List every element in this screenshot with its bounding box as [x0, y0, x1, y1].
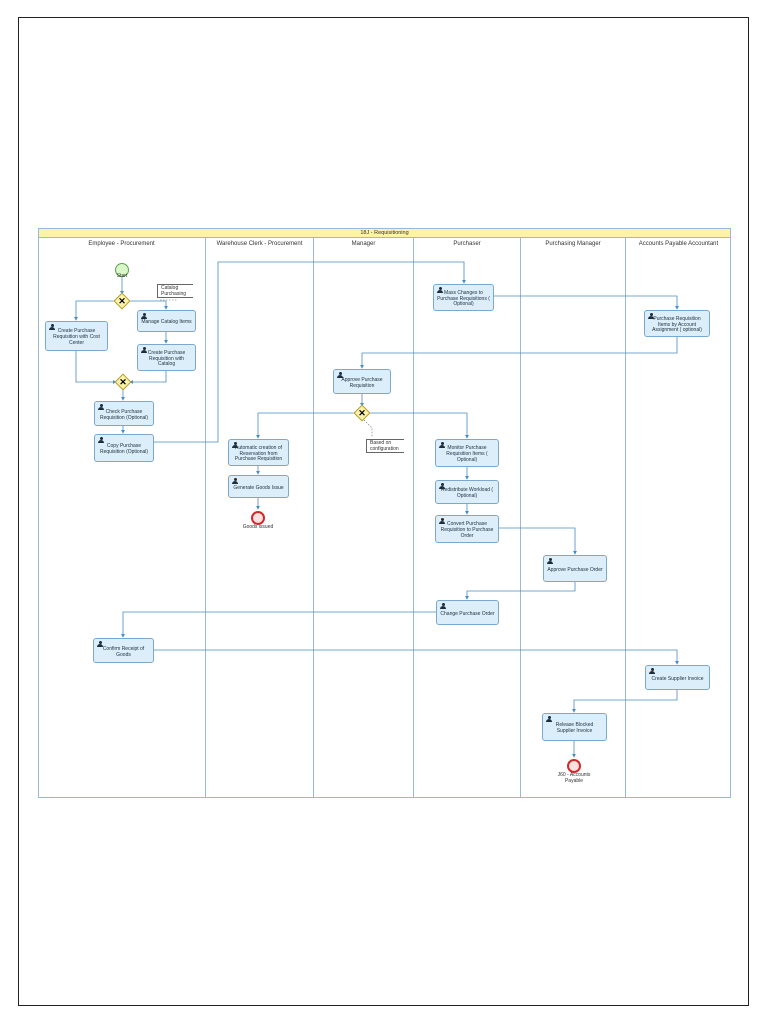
lane-purchasing-manager: Purchasing Manager: [521, 238, 626, 798]
user-icon: [440, 603, 446, 609]
task-label: Check Purchase Requisition (Optional): [99, 408, 149, 421]
task-generate-goods-issue[interactable]: Generate Goods Issue: [228, 475, 289, 498]
end-event-goods-issued: [251, 511, 265, 525]
user-icon: [437, 287, 443, 293]
user-icon: [439, 518, 445, 524]
end-event-accounts-payable: [567, 759, 581, 773]
task-approve-pr[interactable]: Approve Purchase Requisition: [333, 369, 391, 394]
task-release-blocked-invoice[interactable]: Release Blocked Supplier Invoice: [542, 713, 607, 741]
user-icon: [439, 442, 445, 448]
lane-warehouse-clerk: Warehouse Clerk - Procurement: [206, 238, 314, 798]
task-label: Confirm Receipt of Goods: [102, 645, 145, 658]
user-icon: [141, 313, 147, 319]
user-icon: [49, 324, 55, 330]
lane-title: Accounts Payable Accountant: [638, 241, 719, 247]
task-copy-pr[interactable]: Copy Purchase Requisition (Optional): [94, 434, 154, 462]
user-icon: [141, 347, 147, 353]
task-auto-reservation[interactable]: Automatic creation of Reservation from P…: [228, 439, 289, 466]
user-icon: [546, 716, 552, 722]
x-icon: ✕: [119, 376, 127, 387]
task-change-po[interactable]: Change Purchase Order: [436, 600, 499, 625]
x-icon: ✕: [358, 407, 366, 418]
task-label: Create Purchase Requisition with Catalog: [147, 349, 186, 368]
annotation-catalog-purchasing: Catalog Purchasing: [157, 284, 193, 298]
task-label: Mass Changes to Purchase Requisitions ( …: [437, 289, 490, 308]
task-label: Purchase Requisition Items by Account As…: [652, 315, 702, 334]
lane-title: Purchaser: [453, 241, 481, 247]
task-confirm-receipt[interactable]: Confirm Receipt of Goods: [93, 638, 154, 663]
task-label: Approve Purchase Order: [547, 566, 603, 573]
task-label: Convert Purchase Requisition to Purchase…: [440, 521, 494, 539]
start-event-label: Start: [116, 273, 128, 279]
task-approve-po[interactable]: Approve Purchase Order: [543, 555, 607, 582]
user-icon: [439, 483, 445, 489]
end-event-accounts-payable-label: J60 - Accounts Payable: [557, 772, 591, 784]
lane-title: Employee - Procurement: [88, 241, 155, 247]
user-icon: [98, 404, 104, 410]
task-label: Copy Purchase Requisition (Optional): [99, 443, 149, 455]
user-icon: [97, 641, 103, 647]
user-icon: [98, 437, 104, 443]
task-label: Redistribute Workload ( Optional): [440, 487, 494, 499]
lane-title: Purchasing Manager: [545, 241, 601, 247]
task-redistribute-workload[interactable]: Redistribute Workload ( Optional): [435, 480, 499, 504]
pool-title: 18J - Requisitioning: [38, 228, 731, 238]
lane-employee-procurement: Employee - Procurement: [38, 238, 206, 798]
task-label: Change Purchase Order: [440, 610, 495, 617]
task-convert-pr-to-po[interactable]: Convert Purchase Requisition to Purchase…: [435, 515, 499, 543]
task-check-pr[interactable]: Check Purchase Requisition (Optional): [94, 401, 154, 426]
task-monitor-pr-items[interactable]: Monitor Purchase Requisition Items ( Opt…: [435, 439, 499, 467]
user-icon: [547, 558, 553, 564]
task-create-supplier-invoice[interactable]: Create Supplier Invoice: [645, 665, 710, 690]
task-label: Automatic creation of Reservation from P…: [234, 444, 283, 463]
lane-manager: Manager: [314, 238, 414, 798]
annotation-based-on-configuration: Based on configuration: [366, 439, 404, 453]
user-icon: [337, 372, 343, 378]
user-icon: [232, 478, 238, 484]
task-label: Create Purchase Requisition with Cost Ce…: [53, 328, 100, 346]
end-event-goods-issued-label: Goods issued: [242, 524, 274, 530]
x-icon: ✕: [118, 295, 126, 306]
task-pr-items-account-assignment[interactable]: Purchase Requisition Items by Account As…: [644, 310, 710, 337]
task-label: Approve Purchase Requisition: [341, 376, 383, 389]
user-icon: [232, 442, 238, 448]
lane-purchaser: Purchaser: [414, 238, 521, 798]
lane-title: Manager: [351, 241, 376, 247]
task-label: Generate Goods Issue: [233, 484, 284, 491]
user-icon: [648, 313, 654, 319]
task-create-pr-cost-center[interactable]: Create Purchase Requisition with Cost Ce…: [45, 321, 108, 351]
task-label: Manage Catalog Items: [141, 319, 192, 326]
task-label: Release Blocked Supplier Invoice: [555, 722, 594, 734]
task-create-pr-catalog[interactable]: Create Purchase Requisition with Catalog: [137, 344, 196, 371]
task-manage-catalog-items[interactable]: Manage Catalog Items: [137, 310, 196, 332]
task-label: Monitor Purchase Requisition Items ( Opt…: [446, 445, 488, 463]
lane-title: Warehouse Clerk - Procurement: [216, 241, 303, 247]
user-icon: [649, 668, 655, 674]
task-label: Create Supplier Invoice: [651, 675, 704, 682]
task-mass-changes[interactable]: Mass Changes to Purchase Requisitions ( …: [433, 284, 494, 311]
lane-accounts-payable: Accounts Payable Accountant: [626, 238, 731, 798]
start-event: [115, 263, 129, 277]
